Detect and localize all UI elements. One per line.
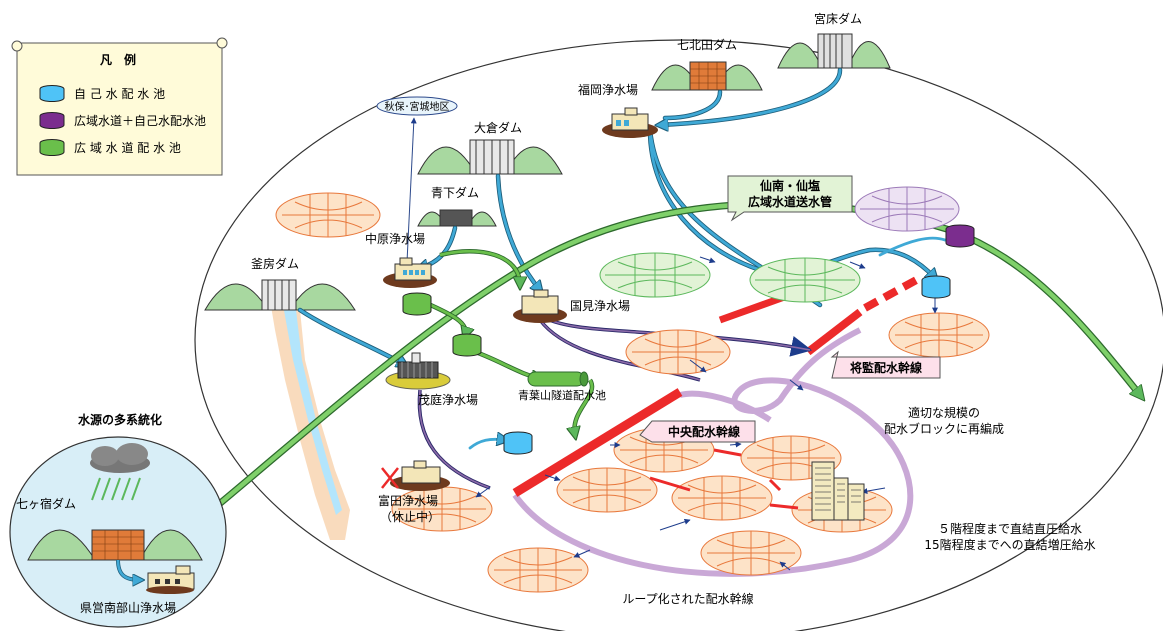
- block-3: [888, 312, 990, 358]
- miyatoko-dam: 宮床ダム: [777, 11, 891, 69]
- loop-main-label: ループ化された配水幹線: [622, 591, 753, 606]
- legend-item-regional-label: 広 域 水 道 配 水 池: [74, 141, 181, 155]
- legend: 凡 例 自 己 水 配 水 池 広域水道＋自己水配水池 広 域 水 道 配 水 …: [11, 37, 228, 176]
- kunimi-plant-label: 国見浄水場: [570, 299, 630, 313]
- aobayama-tank-label: 青葉山隧道配水池: [518, 388, 606, 402]
- block-6: [556, 467, 658, 513]
- kamafusa-dam: 釜房ダム: [204, 256, 356, 311]
- loop-main: [512, 327, 914, 577]
- mogiba-plant-label: 茂庭浄水場: [418, 392, 478, 407]
- kamafusa-dam-label: 釜房ダム: [251, 256, 299, 271]
- block-1: [275, 192, 381, 238]
- legend-title: 凡 例: [100, 52, 136, 67]
- block-11: [487, 547, 589, 593]
- shogen-main-label: 将監配水幹線: [850, 360, 922, 375]
- green-block-1: [599, 252, 711, 298]
- fukuoka-plant-label: 福岡浄水場: [578, 82, 638, 97]
- green-blocks: [599, 252, 861, 303]
- shogen-callout: 将監配水幹線: [830, 350, 941, 379]
- fukuoka-plant: 福岡浄水場: [578, 82, 658, 138]
- legend-item-mixed-label: 広域水道＋自己水配水池: [74, 114, 206, 128]
- closed-cross-icon: [381, 467, 399, 489]
- mogiba-plant: 茂庭浄水場: [385, 352, 478, 407]
- rain-cloud-icon: [90, 443, 150, 501]
- reorg-label-2: 配水ブロックに再編成: [884, 421, 1004, 436]
- okura-dam: 大倉ダム: [417, 120, 563, 175]
- aobayama-tunnel-tank: 青葉山隧道配水池: [518, 371, 606, 402]
- tank-blue-1: [921, 275, 951, 299]
- kunimi-plant: 国見浄水場: [513, 289, 630, 323]
- chuo-main-line: [512, 388, 683, 497]
- chuo-callout: 中央配水幹線: [639, 420, 756, 443]
- chuo-main-label: 中央配水幹線: [668, 424, 740, 439]
- tank-blue-2: [503, 431, 533, 455]
- supply-label-1: ５階程度まで直結直圧給水: [938, 521, 1082, 536]
- tomita-plant: 富田浄水場 （休止中）: [378, 460, 450, 524]
- buildings-icon: [811, 461, 865, 521]
- nanakita-dam: 七北田ダム: [651, 37, 763, 91]
- nakahara-plant-label: 中原浄水場: [365, 231, 425, 246]
- pipeline-label-1: 仙南・仙塩: [760, 178, 820, 193]
- akiho-area-label: 秋保･宮城地区: [385, 100, 450, 113]
- purple-block: [854, 186, 960, 232]
- green-block-2: [749, 257, 861, 303]
- supply-label-2: 15階程度までへの直結増圧給水: [924, 537, 1095, 552]
- nanbu-plant-label: 県営南部山浄水場: [80, 600, 176, 615]
- shichikashuku-dam-label: 七ヶ宿ダム: [16, 496, 76, 511]
- block-2: [625, 329, 731, 375]
- tomita-status: （休止中）: [380, 509, 440, 524]
- legend-item-self-label: 自 己 水 配 水 池: [74, 87, 165, 101]
- diversify-title: 水源の多系統化: [78, 412, 162, 427]
- tank-purple: [945, 224, 975, 248]
- miyatoko-dam-label: 宮床ダム: [814, 11, 862, 26]
- pipeline-label-2: 広域水道送水管: [748, 194, 832, 209]
- legend-item-regional: 広 域 水 道 配 水 池: [39, 139, 181, 156]
- shogen-main-line: [805, 308, 863, 356]
- nanakita-dam-label: 七北田ダム: [677, 37, 737, 52]
- tomita-plant-label: 富田浄水場: [378, 493, 438, 508]
- legend-item-mixed: 広域水道＋自己水配水池: [39, 112, 206, 129]
- block-7: [671, 475, 773, 521]
- tank-green-1: [402, 292, 432, 316]
- nakahara-plant: 中原浄水場: [365, 231, 437, 288]
- distribution-blocks: [275, 192, 990, 593]
- block-10: [700, 530, 802, 576]
- pipeline-callout: 仙南・仙塩 広域水道送水管: [727, 175, 853, 222]
- aoshita-dam: 青下ダム: [417, 185, 497, 227]
- reorg-label-1: 適切な規模の: [908, 405, 980, 420]
- tank-green-2: [452, 333, 482, 357]
- nanbu-plant: [146, 565, 195, 594]
- akiho-area: 秋保･宮城地区: [376, 96, 458, 116]
- diversify-inset: 水源の多系統化 七ヶ宿ダム 県営南部山浄水場: [9, 412, 227, 628]
- okura-dam-label: 大倉ダム: [474, 120, 522, 135]
- aoshita-dam-label: 青下ダム: [431, 185, 479, 200]
- legend-item-self: 自 己 水 配 水 池: [39, 85, 165, 102]
